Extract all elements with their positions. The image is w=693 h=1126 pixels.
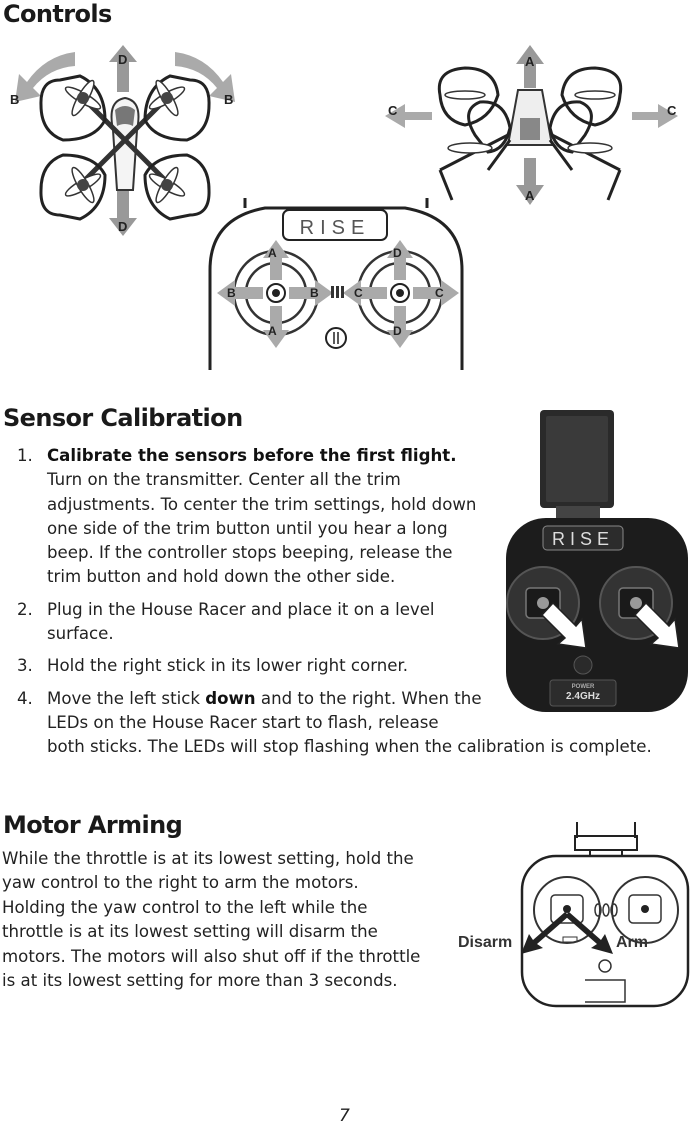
svg-text:D: D xyxy=(393,324,402,338)
svg-text:A: A xyxy=(268,324,277,338)
svg-text:C: C xyxy=(354,286,363,300)
calibration-step-3: 3.Hold the right stick in its lower righ… xyxy=(17,656,409,676)
descend-arrow xyxy=(516,158,544,205)
calibration-step-4: 4. Move the left stick down and to the r… xyxy=(17,688,652,757)
svg-text:A: A xyxy=(268,246,277,260)
yaw-left-arrow xyxy=(15,52,75,102)
disarm-arrow xyxy=(521,912,569,954)
calibration-step-1: 1.Calibrate the sensors before the first… xyxy=(17,446,477,587)
ascend-arrow xyxy=(516,45,544,88)
drone-top-view-diagram: D D B B xyxy=(10,45,235,236)
left-stick-down-right-arrow xyxy=(540,601,587,649)
label-a-up: A xyxy=(525,54,535,69)
motor-arming-diagram: Disarm Arm xyxy=(458,822,690,1008)
svg-text:RISE: RISE xyxy=(552,529,614,549)
page-number: 7 xyxy=(339,1106,350,1126)
transmitter-controls-diagram: RISE A A B B D D C C xyxy=(208,198,464,370)
motor-arming-heading: Motor Arming xyxy=(3,811,183,839)
label-a-down: A xyxy=(525,188,535,203)
calibration-controller-illustration: RISE POWER 2.4GHz xyxy=(506,410,688,712)
svg-text:POWER: POWER xyxy=(572,684,595,690)
svg-text:B: B xyxy=(227,286,236,300)
yaw-right-arrow xyxy=(175,52,235,102)
svg-text:2.4GHz: 2.4GHz xyxy=(566,691,600,702)
controls-heading: Controls xyxy=(3,0,112,28)
label-d-front: D xyxy=(118,52,127,67)
sensor-calibration-heading: Sensor Calibration xyxy=(3,404,243,432)
label-c-left: C xyxy=(388,103,398,118)
arm-arrow xyxy=(565,912,613,954)
strafe-left-arrow xyxy=(385,104,432,128)
label-d-rear: D xyxy=(118,219,127,234)
label-b-left: B xyxy=(10,92,19,107)
brand-label: RISE xyxy=(300,217,371,239)
svg-text:D: D xyxy=(393,246,402,260)
label-c-right: C xyxy=(667,103,677,118)
right-stick-down-right-arrow xyxy=(633,601,680,649)
strafe-right-arrow xyxy=(632,104,678,128)
disarm-label: Disarm xyxy=(458,934,512,951)
svg-text:C: C xyxy=(435,286,444,300)
svg-text:B: B xyxy=(310,286,319,300)
motor-arming-text: While the throttle is at its lowest sett… xyxy=(2,849,421,991)
forward-arrow xyxy=(109,45,137,92)
backward-arrow xyxy=(109,190,137,236)
calibration-steps: 1.Calibrate the sensors before the first… xyxy=(4,444,669,760)
calibration-step-2: 2.Plug in the House Racer and place it o… xyxy=(17,599,435,644)
arm-label: Arm xyxy=(616,934,648,951)
drone-side-view-diagram: C C A A xyxy=(385,45,678,205)
label-b-right: B xyxy=(224,92,233,107)
